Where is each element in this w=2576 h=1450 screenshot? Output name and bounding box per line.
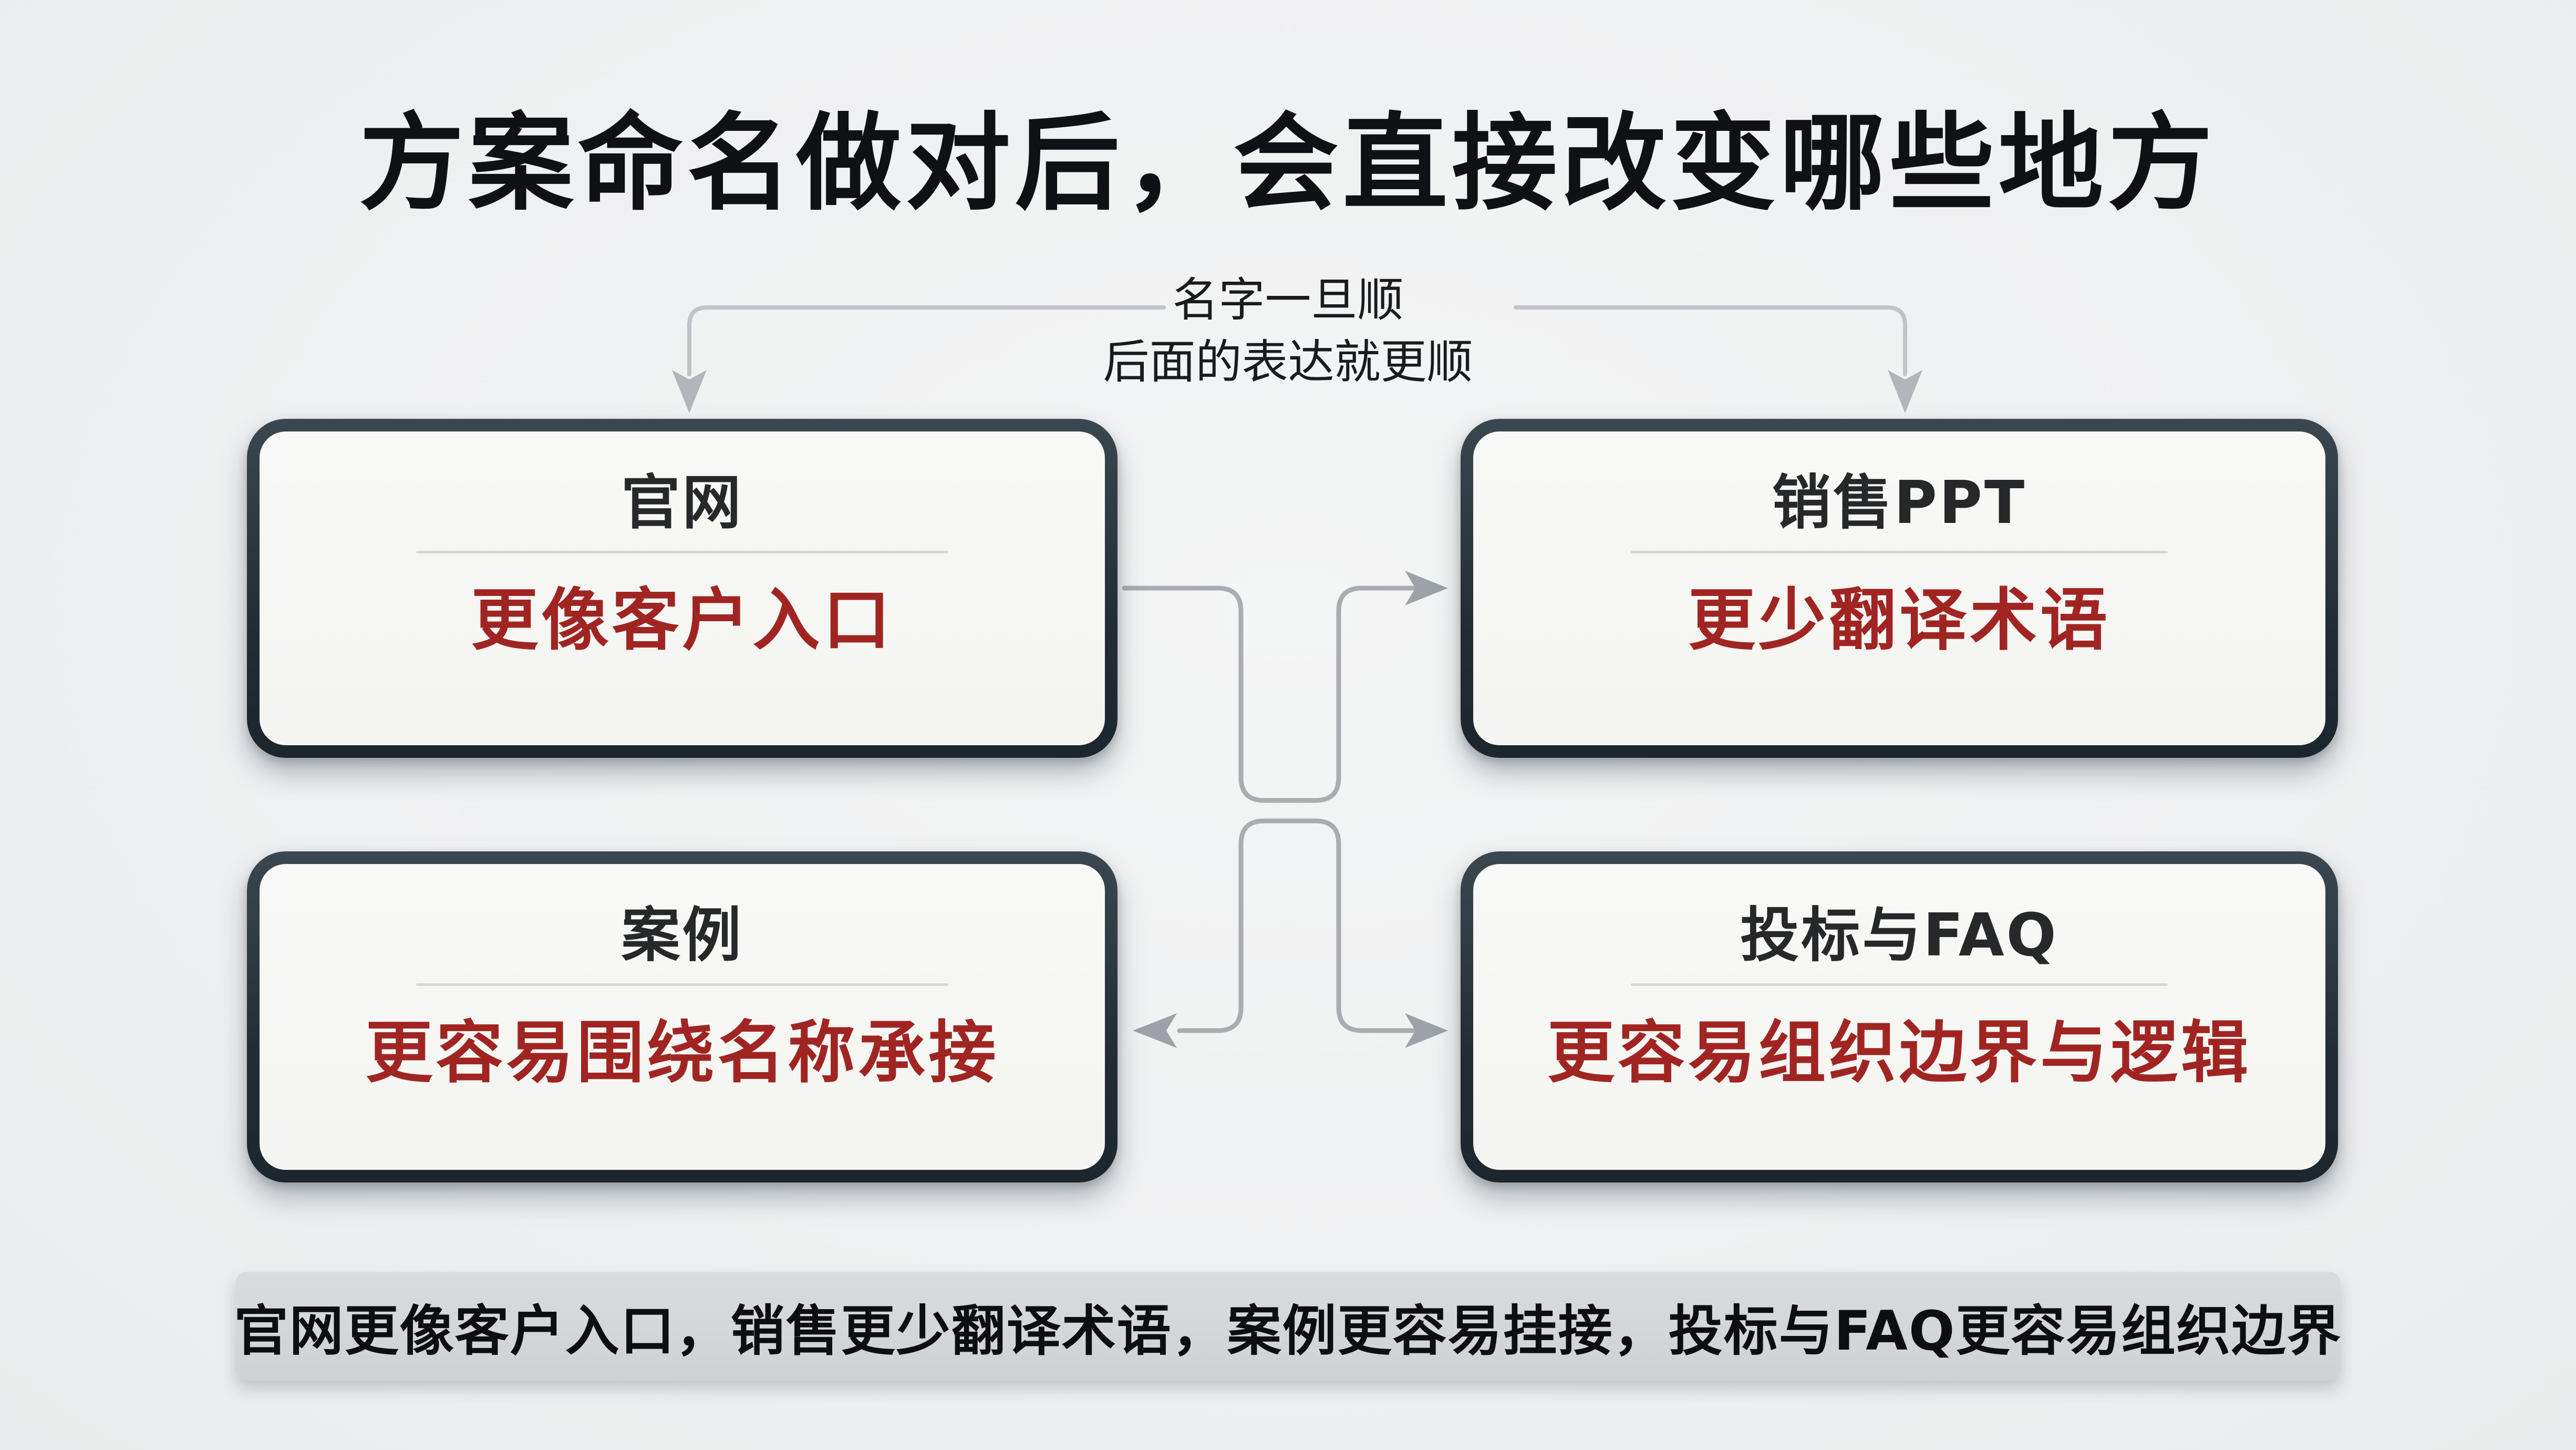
card-highlight: 更像客户入口 [471,581,894,660]
bottom-cards-connector-line [1177,818,1416,1033]
card-sales-ppt: 销售PPT 更少翻译术语 [1461,419,2338,758]
card-divider [416,983,949,986]
card-title: 销售PPT [1772,469,2027,537]
card-divider [416,551,949,553]
card-cases: 案例 更容易围绕名称承接 [247,851,1118,1182]
annotation-line-1: 名字一旦顺 [1172,273,1404,327]
card-highlight: 更容易围绕名称承接 [365,1014,999,1092]
card-divider [1631,983,2168,986]
card-highlight: 更少翻译术语 [1688,581,2111,660]
top-cards-connector-line [1122,585,1416,803]
summary-bar: 官网更像客户入口，销售更少翻译术语，案例更容易挂接，投标与FAQ更容易组织边界 [234,1272,2342,1381]
page-title: 方案命名做对后，会直接改变哪些地方 [359,102,2217,225]
arrow-right-icon [1405,1013,1448,1048]
card-official-site: 官网 更像客户入口 [247,419,1118,758]
arrow-right-icon [1405,571,1448,605]
summary-text: 官网更像客户入口，销售更少翻译术语，案例更容易挂接，投标与FAQ更容易组织边界 [234,1300,2342,1363]
arrow-left-icon [1133,1013,1177,1048]
annotation-line-2: 后面的表达就更顺 [1103,335,1473,389]
card-divider [1631,551,2168,553]
card-highlight: 更容易组织边界与逻辑 [1547,1014,2251,1092]
card-title: 投标与FAQ [1740,901,2058,970]
card-title: 官网 [621,469,743,537]
annotation-note: 名字一旦顺 后面的表达就更顺 [0,269,2576,393]
card-title: 案例 [621,901,743,970]
card-bidding-faq: 投标与FAQ 更容易组织边界与逻辑 [1461,851,2338,1182]
